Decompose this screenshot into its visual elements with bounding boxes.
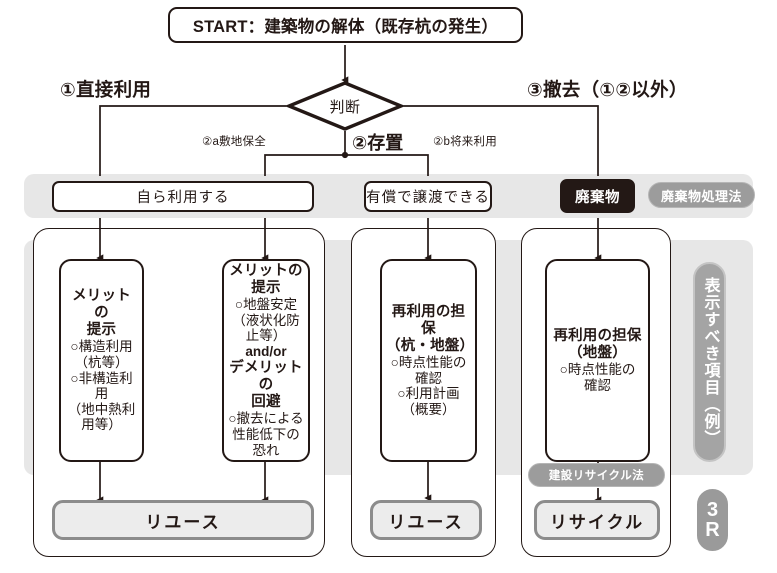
side-label-text: 表示すべき項目（例） — [701, 277, 719, 447]
side-label-display-items: 表示すべき項目（例） — [693, 262, 726, 462]
route-box-waste: 廃棄物 — [560, 179, 635, 213]
result-label: リサイクル — [549, 512, 645, 532]
card-reuse-assurance-pile-ground: 再利用の担保（杭・地盤）○時点性能の確認○利用計画（概要） — [380, 259, 477, 462]
card-line: 提示 — [251, 279, 281, 296]
side-badge-3r: 3 R — [697, 489, 728, 551]
decision-diamond: 判断 — [287, 81, 403, 131]
card-line: 性能低下の — [232, 427, 300, 443]
sub-branch-label-site-preserve: ②a敷地保全 — [202, 133, 266, 149]
card-lines: 再利用の担保（杭・地盤）○時点性能の確認○利用計画（概要） — [386, 303, 475, 418]
card-line: （杭等） — [74, 354, 129, 370]
law-pill-label: 建設リサイクル法 — [548, 470, 645, 482]
card-line: 止等） — [245, 328, 287, 344]
route-box-paid-transfer: 有償で譲渡できる — [364, 181, 492, 212]
card-line: （液状化防 — [232, 312, 300, 328]
card-line: ○撤去による — [228, 411, 304, 427]
law-pill-waste-management-act: 廃棄物処理法 — [648, 182, 755, 208]
card-line: and/or — [245, 343, 287, 359]
route-box-label: 有償で譲渡できる — [366, 190, 490, 206]
card-line: 再利用の担保 — [553, 327, 642, 344]
card-structural-use: メリットの提示○構造利用（杭等）○非構造利用（地中熱利用等） — [59, 259, 144, 462]
card-line: （杭・地盤） — [386, 337, 475, 354]
badge-letter: R — [705, 519, 720, 541]
card-line: ○利用計画 — [397, 386, 460, 402]
card-line: （地盤） — [568, 344, 627, 361]
card-line: メリットの — [72, 287, 131, 321]
card-line: （概要） — [401, 401, 456, 417]
card-lines: メリットの提示○構造利用（杭等）○非構造利用（地中熱利用等） — [65, 288, 138, 433]
start-box: START：建築物の解体（既存杭の発生） — [168, 7, 523, 43]
card-line: 用等） — [81, 417, 122, 433]
sub-branch-text: ②a敷地保全 — [202, 136, 266, 148]
card-line: ○非構造利用 — [70, 370, 133, 402]
card-reuse-assurance-ground: 再利用の担保（地盤）○時点性能の確認 — [545, 259, 650, 462]
card-line: ○時点性能の — [559, 361, 636, 377]
card-line: 再利用の担保 — [391, 303, 466, 337]
card-line: 確認 — [584, 377, 611, 393]
card-line: 回避 — [251, 394, 281, 411]
law-pill-construction-recycling-act: 建設リサイクル法 — [528, 463, 665, 487]
card-line: ○構造利用 — [70, 339, 133, 355]
card-line: メリットの — [229, 262, 303, 279]
route-box-label: 自ら利用する — [136, 190, 230, 206]
result-button-reuse-1[interactable]: リユース — [52, 500, 314, 540]
route-box-label: 廃棄物 — [575, 189, 620, 206]
result-button-reuse-2[interactable]: リユース — [370, 500, 482, 540]
result-label: リユース — [145, 512, 221, 532]
route-box-self-use: 自ら利用する — [52, 181, 314, 212]
law-pill-label: 廃棄物処理法 — [660, 188, 742, 204]
card-line: 提示 — [86, 322, 117, 339]
sub-branch-label-future-use: ②b将来利用 — [433, 133, 497, 149]
branch-label-removal: ③撤去（①②以外） — [527, 76, 688, 102]
result-button-recycle[interactable]: リサイクル — [534, 500, 660, 540]
card-line: 確認 — [415, 370, 442, 386]
badge-digit: 3 — [706, 499, 719, 521]
card-line: 恐れ — [252, 442, 280, 458]
card-line: ○地盤安定 — [234, 296, 298, 312]
branch-text: ②存置 — [352, 133, 404, 153]
branch-label-direct-use: ①直接利用 — [60, 76, 151, 102]
decision-label: 判断 — [329, 98, 361, 116]
result-label: リユース — [388, 512, 464, 532]
branch-text: ①直接利用 — [60, 79, 152, 100]
sub-branch-text: ②b将来利用 — [433, 136, 497, 148]
card-line: ○時点性能の — [390, 354, 467, 370]
card-lines: 再利用の担保（地盤）○時点性能の確認 — [551, 328, 644, 394]
branch-text: ③撤去（①②以外） — [527, 79, 688, 100]
card-line: （地中熱利 — [67, 401, 136, 417]
branch-label-storage: ②存置 — [352, 129, 403, 155]
start-box-label: START：建築物の解体（既存杭の発生） — [192, 18, 499, 36]
card-line: デメリットの — [229, 360, 303, 394]
